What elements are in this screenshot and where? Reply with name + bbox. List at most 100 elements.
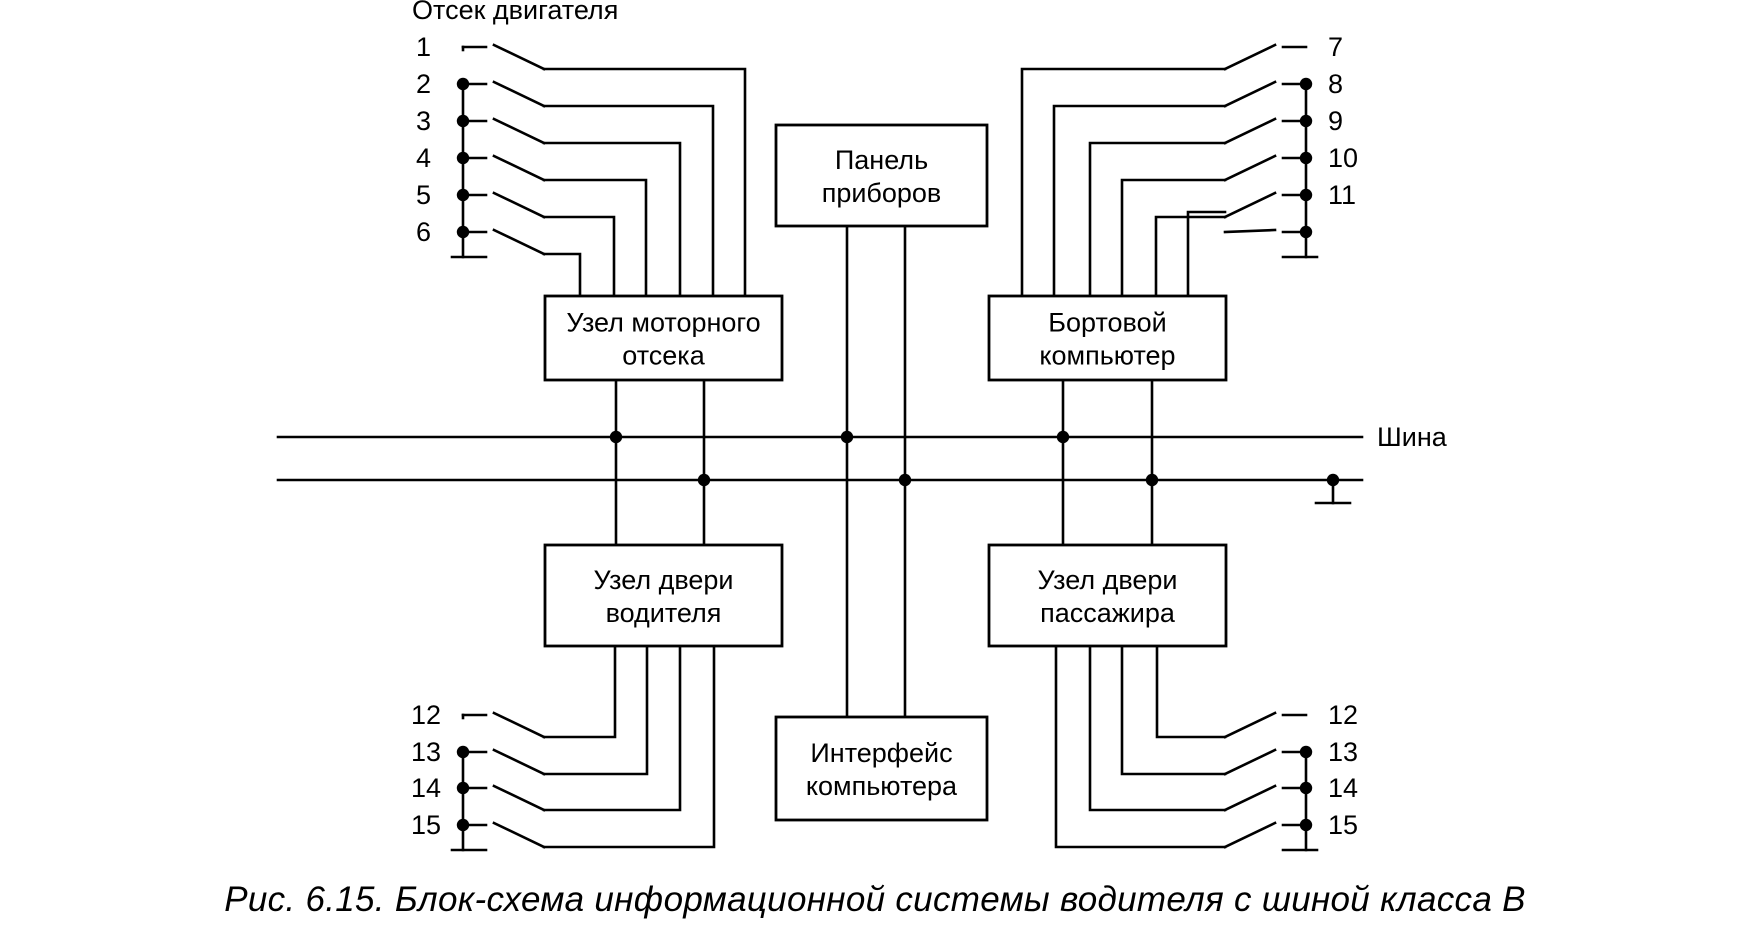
onboard-computer-box bbox=[987, 294, 1228, 382]
top-right-switch-9-blade bbox=[1223, 117, 1277, 145]
switch-number-4: 4 bbox=[416, 143, 431, 173]
instrument-panel-label-2: приборов bbox=[822, 178, 942, 208]
passenger-door-node-label-2: пассажира bbox=[1040, 598, 1176, 628]
top-right-spare-blade bbox=[1223, 228, 1277, 234]
driver-door-node-box bbox=[543, 543, 784, 648]
top-right-switch-11-blade bbox=[1223, 191, 1277, 219]
switch-number-5: 5 bbox=[416, 180, 431, 210]
top-left-switch-5-dot bbox=[456, 188, 470, 202]
top-right-switch-10-dot bbox=[1299, 151, 1313, 165]
bottom-right-switch-13-blade bbox=[1223, 748, 1277, 776]
figure-caption: Рис. 6.15. Блок-схема информационной сис… bbox=[224, 880, 1526, 919]
bottom-left-switch-14-lead bbox=[542, 644, 682, 812]
switch-number-11: 11 bbox=[1328, 180, 1356, 210]
top-left-switch-1-blade bbox=[492, 43, 546, 71]
wiring bbox=[276, 43, 1364, 852]
junctions bbox=[456, 77, 1340, 832]
top-right-switch-8-lead bbox=[1052, 104, 1227, 298]
blocks bbox=[543, 123, 1228, 822]
bottom-right-switch-14-dot bbox=[1299, 781, 1313, 795]
top-left-switch-3-dot bbox=[456, 114, 470, 128]
switch-number-15: 15 bbox=[411, 810, 441, 840]
bottom-right-switch-14-lead bbox=[1088, 644, 1227, 812]
top-left-switch-3-lead bbox=[542, 141, 682, 298]
switch-number-1: 1 bbox=[416, 32, 431, 62]
top-right-switch-9-dot bbox=[1299, 114, 1313, 128]
top-right-switch-10-blade bbox=[1223, 154, 1277, 182]
switch-number-12: 12 bbox=[1328, 700, 1358, 730]
engine-compartment-node-label-2: отсека bbox=[622, 341, 705, 371]
switch-number-13: 13 bbox=[411, 737, 441, 767]
bus-ground-dot bbox=[1326, 473, 1340, 487]
instrument-panel-label-1: Панель bbox=[835, 145, 928, 175]
engine-compartment-node-box bbox=[543, 294, 784, 382]
bus-label: Шина bbox=[1377, 422, 1448, 452]
top-right-switch-9-lead bbox=[1088, 141, 1227, 298]
passenger-door-node-box bbox=[987, 543, 1228, 648]
bottom-right-switch-14-blade bbox=[1223, 784, 1277, 812]
driver-door-node-label-2: водителя bbox=[606, 598, 722, 628]
bottom-left-switch-12-lead bbox=[542, 644, 617, 739]
computer-bus-b-dot bbox=[1145, 473, 1159, 487]
top-right-switch-8-blade bbox=[1223, 80, 1277, 108]
switch-number-8: 8 bbox=[1328, 69, 1343, 99]
onboard-computer-label-2: компьютер bbox=[1039, 341, 1175, 371]
bottom-right-switch-13-lead bbox=[1120, 644, 1227, 776]
top-left-switch-2-dot bbox=[456, 77, 470, 91]
bottom-left-switch-13-dot bbox=[456, 745, 470, 759]
computer-bus-a-dot bbox=[1056, 430, 1070, 444]
engine-compartment-label: Отсек двигателя bbox=[412, 0, 618, 25]
top-right-switch-8-dot bbox=[1299, 77, 1313, 91]
bottom-right-switch-12-blade bbox=[1223, 711, 1277, 739]
engine-node-bus-b-dot bbox=[697, 473, 711, 487]
top-left-switch-5-blade bbox=[492, 191, 546, 219]
top-left-switch-4-blade bbox=[492, 154, 546, 182]
top-left-switch-4-lead bbox=[542, 178, 648, 298]
bottom-left-switch-15-dot bbox=[456, 818, 470, 832]
bottom-right-switch-15-lead bbox=[1054, 644, 1227, 849]
bottom-left-switch-14-dot bbox=[456, 781, 470, 795]
top-right-spare-lead bbox=[1186, 210, 1227, 298]
bottom-right-switch-12-lead bbox=[1155, 644, 1227, 739]
top-right-switch-10-lead bbox=[1120, 178, 1227, 298]
instrument-panel-box bbox=[774, 123, 989, 228]
top-left-switch-6-blade bbox=[492, 228, 546, 256]
top-left-switch-1-lead bbox=[542, 67, 747, 298]
engine-compartment-node-label-1: Узел моторного bbox=[566, 308, 760, 338]
top-right-switch-7-lead bbox=[1020, 67, 1227, 298]
switch-number-10: 10 bbox=[1328, 143, 1358, 173]
top-left-switch-4-dot bbox=[456, 151, 470, 165]
switch-number-12: 12 bbox=[411, 700, 441, 730]
panel-bus-dot-a bbox=[840, 430, 854, 444]
top-left-switch-6-lead bbox=[542, 252, 582, 298]
top-left-switch-6-dot bbox=[456, 225, 470, 239]
bottom-left-switch-13-blade bbox=[492, 748, 546, 776]
bottom-right-switch-15-blade bbox=[1223, 821, 1277, 849]
switch-number-14: 14 bbox=[411, 773, 441, 803]
bottom-right-switch-13-dot bbox=[1299, 745, 1313, 759]
top-right-switch-7-blade bbox=[1223, 43, 1277, 71]
bottom-left-switch-14-blade bbox=[492, 784, 546, 812]
top-left-switch-3-blade bbox=[492, 117, 546, 145]
bottom-left-switch-15-lead bbox=[542, 644, 716, 849]
switch-number-9: 9 bbox=[1328, 106, 1343, 136]
top-right-switch-11-dot bbox=[1299, 188, 1313, 202]
switch-number-6: 6 bbox=[416, 217, 431, 247]
onboard-computer-label-1: Бортовой bbox=[1048, 308, 1166, 338]
bottom-right-switch-15-dot bbox=[1299, 818, 1313, 832]
computer-interface-box bbox=[774, 715, 989, 822]
engine-node-bus-a-dot bbox=[609, 430, 623, 444]
top-left-switch-2-lead bbox=[542, 104, 715, 298]
driver-door-node-label-1: Узел двери bbox=[594, 565, 734, 595]
bottom-left-switch-12-blade bbox=[492, 711, 546, 739]
bottom-left-switch-15-blade bbox=[492, 821, 546, 849]
passenger-door-node-label-1: Узел двери bbox=[1038, 565, 1178, 595]
bottom-left-switch-13-lead bbox=[542, 644, 649, 776]
top-right-spare-dot bbox=[1299, 225, 1313, 239]
computer-interface-label-1: Интерфейс bbox=[810, 738, 952, 768]
switch-number-14: 14 bbox=[1328, 773, 1358, 803]
top-right-switch-11-lead bbox=[1154, 215, 1227, 298]
switch-number-3: 3 bbox=[416, 106, 431, 136]
